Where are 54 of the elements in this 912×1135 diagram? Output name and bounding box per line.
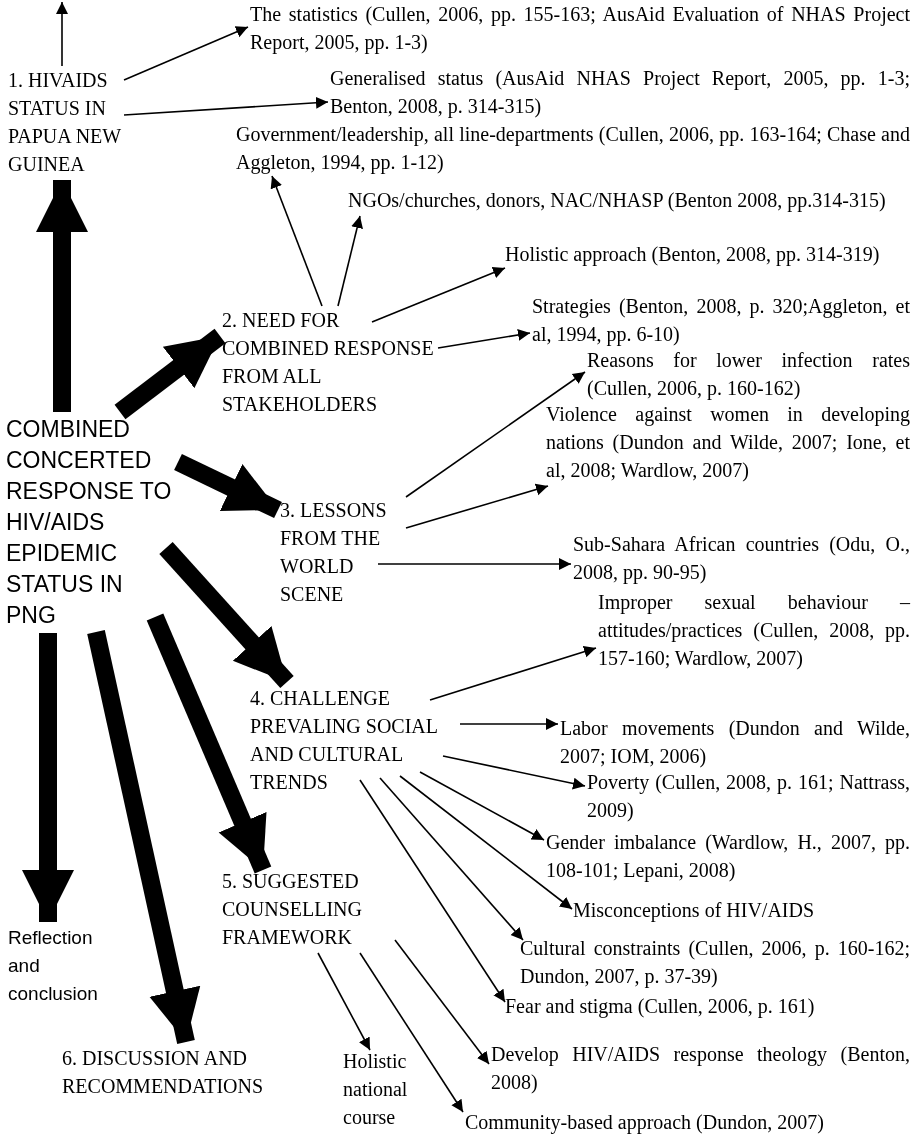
node-text: 6. DISCUSSION AND RECOMMENDATIONS	[62, 1046, 265, 1099]
node-text: Misconceptions of HIV/AIDS	[573, 898, 816, 924]
arrow	[459, 718, 559, 730]
arrow	[379, 777, 524, 941]
node-text: 3. LESSONS FROM THE WORLD SCENE	[280, 498, 388, 607]
node-text: Fear and stigma (Cullen, 2006, p. 161)	[505, 994, 816, 1020]
thick-arrow	[146, 613, 272, 874]
arrow	[442, 755, 586, 790]
thick-arrow	[87, 630, 201, 1044]
node-text: Government/leadership, all line-departments (Cullen, 2006, pp. 163-164; Chase and Aggleton, 1994, pp. 1-12)	[236, 122, 910, 176]
node-text: Reasons for lower infection rates (Cullen, 2006, p. 160-162)	[587, 348, 910, 402]
arrow	[429, 645, 597, 701]
arrow	[437, 329, 531, 349]
node-text: Violence against women in developing nations (Dundon and Wilde, 2007; Ione, et al, 2008; Wardlow, 2007)	[546, 402, 910, 484]
node-text: Holistic approach (Benton, 2008, pp. 314-319)	[505, 242, 881, 268]
arrow	[371, 266, 506, 323]
node-text: Sub-Sahara African countries (Odu, O., 2008, pp. 90-95)	[573, 532, 910, 586]
arrow	[405, 483, 549, 529]
node-text: COMBINED CONCERTED RESPONSE TO HIV/AIDS EPIDEMIC STATUS IN PNG	[6, 415, 173, 630]
arrow	[405, 371, 586, 498]
node-text: 1. HIVAIDS STATUS IN PAPUA NEW GUINEA	[8, 68, 122, 177]
node-text: 5. SUGGESTED COUNSELLING FRAMEWORK	[222, 869, 363, 950]
arrow	[394, 939, 490, 1065]
arrow	[377, 558, 572, 570]
arrow	[123, 96, 329, 116]
thick-arrow	[36, 180, 88, 412]
arrow	[359, 952, 464, 1113]
node-text: 4. CHALLENGE PREVALING SOCIAL AND CULTURAL TRENDS	[250, 686, 439, 795]
arrow	[123, 26, 249, 81]
thick-arrow	[114, 328, 226, 420]
node-text: Holistic national course	[343, 1049, 409, 1130]
node-text: Reflection and conclusion	[8, 926, 99, 1006]
node-text: 2. NEED FOR COMBINED RESPONSE FROM ALL STAKEHOLDERS	[222, 308, 435, 417]
node-text: Labor movements (Dundon and Wilde, 2007; IOM, 2006)	[560, 716, 910, 770]
arrow	[317, 952, 371, 1051]
arrow	[270, 175, 323, 307]
node-text: Generalised status (AusAid NHAS Project Report, 2005, pp. 1-3; Benton, 2008, p. 314-315)	[330, 66, 910, 120]
arrow	[419, 771, 545, 841]
arrow	[399, 775, 573, 910]
node-text: Poverty (Cullen, 2008, p. 161; Nattrass, 2009)	[587, 770, 910, 823]
thick-arrow	[22, 633, 74, 922]
node-text: Strategies (Benton, 2008, p. 320;Aggleton, et al, 1994, pp. 6-10)	[532, 294, 910, 348]
arrow	[359, 779, 506, 1003]
node-text: NGOs/churches, donors, NAC/NHASP (Benton 2008, pp.314-315)	[348, 188, 887, 214]
node-text: The statistics (Cullen, 2006, pp. 155-163; AusAid Evaluation of NHAS Project Report, 2005, pp. 1-3)	[250, 2, 910, 56]
node-text: Gender imbalance (Wardlow, H., 2007, pp. 108-101; Lepani, 2008)	[546, 830, 910, 884]
node-text: Community-based approach (Dundon, 2007)	[465, 1110, 825, 1135]
thick-arrow	[159, 541, 294, 689]
arrow	[337, 215, 363, 307]
arrow	[56, 1, 68, 67]
node-text: Develop HIV/AIDS response theology (Benton, 2008)	[491, 1042, 910, 1095]
node-text: Improper sexual behaviour – attitudes/practices (Cullen, 2008, pp. 157-160; Wardlow, 2007)	[598, 590, 910, 672]
thick-arrow	[174, 453, 282, 519]
node-text: Cultural constraints (Cullen, 2006, p. 160-162; Dundon, 2007, p. 37-39)	[520, 936, 910, 990]
